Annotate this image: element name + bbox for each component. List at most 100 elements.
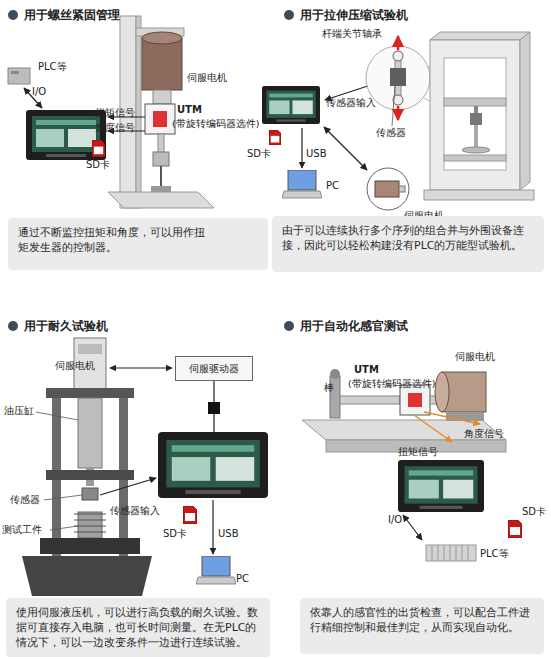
part-label: 伺服电机 [55,360,95,372]
testing-machine [430,32,530,40]
hydraulic-press [82,488,98,500]
testing-machine [474,125,478,147]
io-arrow [403,515,422,540]
screw-machine [160,166,162,186]
sensory-test-rig [330,369,340,379]
part-label: (带旋转编码器选件) [172,118,259,129]
connector-block [208,402,220,414]
box-label: 伺服驱动器 [189,362,239,376]
rod-end-detail [397,36,400,50]
signal-label: 传感器输入 [110,505,160,516]
sensory-test-rig [408,393,422,407]
signal-label: I/O [388,514,402,526]
servo-motor [367,168,409,210]
sd-card [508,520,522,538]
control-arrow [324,127,367,170]
title-bullet [284,321,294,331]
process-box: 伺服驱动器 [175,356,253,381]
screw-machine [142,32,182,44]
testing-machine [520,32,530,190]
part-label: SD卡 [247,148,271,160]
signal-arrow [424,412,480,424]
panel-title: 用于拉伸压缩试验机 [300,8,408,22]
usb-arrow [212,500,213,554]
part-label: PC [326,180,339,192]
screw-machine [142,38,182,90]
sensory-test-rig [340,396,400,404]
leader-line [36,412,78,420]
rod-end-detail [390,68,406,86]
signal-label: 角度信号 [464,428,504,439]
leader-line [50,526,78,530]
screw-machine [136,16,141,208]
hydraulic-press [78,512,102,538]
part-label: UTM [354,364,379,376]
part-label: SD卡 [163,528,187,540]
servo-motor [399,186,405,192]
display-unit [26,110,106,160]
leader-line [44,495,82,500]
testing-machine [424,190,534,200]
signal-label: USB [218,528,239,540]
hydraulic-press [74,514,106,532]
sensory-test-rig [435,372,449,412]
part-label: UTM [177,104,202,116]
plc-device [426,545,476,561]
part-label: 棒 [324,382,334,394]
screw-machine [158,134,164,154]
signal-label: USB [306,148,327,160]
note-box: 由于可以连续执行多个序列的组合并与外围设备连接，因此可以轻松构建没有PLC的万能… [272,216,544,272]
part-label: 传感器 [376,127,406,138]
hydraulic-press [22,338,152,596]
note-box: 使用伺服液压机，可以进行高负载的耐久试验。数据可直接存入电脑，也可长时间测量。在… [6,598,270,657]
signal-label: 扭矩信号 [398,446,438,457]
leader-line [392,86,395,126]
testing-machine [444,98,506,106]
title-bullet [8,321,18,331]
part-label: 油压缸 [4,405,34,417]
testing-machine [470,113,482,125]
sensor-arrow [100,478,156,495]
sd-card [269,130,281,145]
note-text: 使用伺服液压机，可以进行高负载的耐久试验。数据可直接存入电脑，也可长时间测量。在… [16,605,260,650]
part-label: 测试工件 [2,524,42,536]
part-label: 杆端关节轴承 [322,28,382,39]
rod-end-detail [393,51,403,61]
sensory-test-rig [302,369,506,452]
signal-label: 传感器输入 [326,97,376,108]
signal-label: I/O [32,86,46,98]
note-text: 通过不断监控扭矩和角度，可以用作扭矩发生器的控制器。 [18,225,208,255]
note-text: 由于可以连续执行多个序列的组合并与外围设备连接，因此可以轻松构建没有PLC的万能… [282,223,527,253]
rod-end-detail [397,106,400,120]
hydraulic-press [46,470,134,480]
signal-label: 扭矩信号 [95,107,135,118]
screw-machine [151,186,171,192]
control-arrow [110,367,172,368]
testing-machine [462,147,490,153]
title-bullet [8,10,18,20]
screw-machine [153,152,169,166]
note-box: 通过不断监控扭矩和角度，可以用作扭矩发生器的控制器。 [8,218,268,270]
plc-device [8,68,30,84]
part-label: PLC等 [480,548,509,560]
panel-title: 用于耐久试验机 [24,319,108,333]
testing-machine [444,58,506,170]
screw-machine [153,90,171,104]
panel-title: 用于自动化感官测试 [300,319,408,333]
part-label: PLC等 [38,61,67,73]
servo-motor [367,168,409,210]
display-unit [398,460,484,512]
pc-laptop [282,170,322,198]
sensory-test-rig [400,385,430,415]
note-text: 依靠人的感官性的出货检查，可以配合工件进行精细控制和最佳判定，从而实现自动化。 [310,605,534,635]
plc-device [426,545,476,561]
screw-machine [145,104,175,134]
signal-label: 角度信号 [95,122,135,133]
usb-arrow [301,128,302,168]
testing-machine [430,40,520,190]
part-label: PC [236,573,249,585]
testing-machine [474,106,478,114]
signal-arrow [414,415,452,442]
title-bullet [8,10,294,331]
